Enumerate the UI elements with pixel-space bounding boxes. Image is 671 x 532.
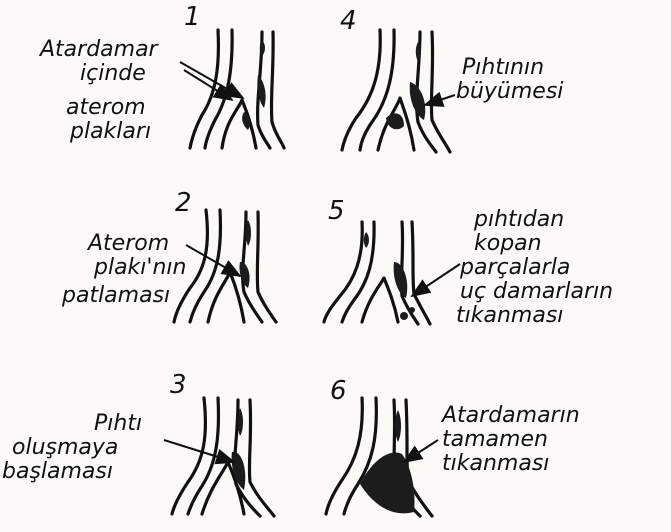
panel-label-2: Aterom plakı'nın patlaması xyxy=(82,232,186,308)
panel-label-3-line-3: başlaması xyxy=(2,460,142,484)
panel-label-6-line-3: tıkanması xyxy=(442,452,580,476)
panel-label-3-line-2: oluşmaya xyxy=(2,436,142,460)
vessel-3 xyxy=(164,398,274,516)
panel-label-1: Atardamar içinde aterom plakları xyxy=(40,38,158,144)
panel-label-5-line-5: tıkanması xyxy=(456,304,613,328)
panel-label-5: pıhtıdan kopan parçalarla uç damarların … xyxy=(456,208,613,328)
panel-label-6-line-2: tamamen xyxy=(442,428,580,452)
panel-label-5-line-4: uç damarların xyxy=(456,280,613,304)
vessel-1 xyxy=(180,30,284,148)
panel-label-1-line-2: içinde xyxy=(40,62,158,86)
panel-label-4-line-2: büyümesi xyxy=(456,80,563,104)
panel-label-5-line-3: parçalarla xyxy=(456,256,613,280)
panel-number-6: 6 xyxy=(330,378,347,404)
panel-label-2-line-1: Aterom xyxy=(82,232,186,256)
panel-number-2: 2 xyxy=(175,190,192,216)
panel-number-5: 5 xyxy=(328,198,345,224)
panel-number-3: 3 xyxy=(170,372,187,398)
vessel-5 xyxy=(324,222,460,324)
panel-label-1-line-4: plakları xyxy=(40,120,158,144)
panel-label-4-line-1: Pıhtının xyxy=(456,56,563,80)
panel-label-6: Atardamarın tamamen tıkanması xyxy=(442,404,580,476)
panel-label-3: Pıhtı oluşmaya başlaması xyxy=(2,412,142,484)
panel-label-1-line-1: Atardamar xyxy=(40,38,158,62)
panel-label-2-line-3: patlaması xyxy=(62,284,186,308)
vessel-6 xyxy=(326,398,438,516)
panel-label-1-line-3: aterom xyxy=(40,96,158,120)
panel-number-1: 1 xyxy=(184,4,201,30)
panel-number-4: 4 xyxy=(340,8,357,34)
vessel-4 xyxy=(342,30,455,152)
panel-label-3-line-1: Pıhtı xyxy=(2,412,142,436)
panel-label-6-line-1: Atardamarın xyxy=(442,404,580,428)
panel-label-4: Pıhtının büyümesi xyxy=(456,56,563,104)
panel-label-2-line-2: plakı'nın xyxy=(82,256,186,280)
vessel-2 xyxy=(174,210,276,322)
panel-label-5-line-1: pıhtıdan xyxy=(456,208,613,232)
panel-label-5-line-2: kopan xyxy=(456,232,613,256)
